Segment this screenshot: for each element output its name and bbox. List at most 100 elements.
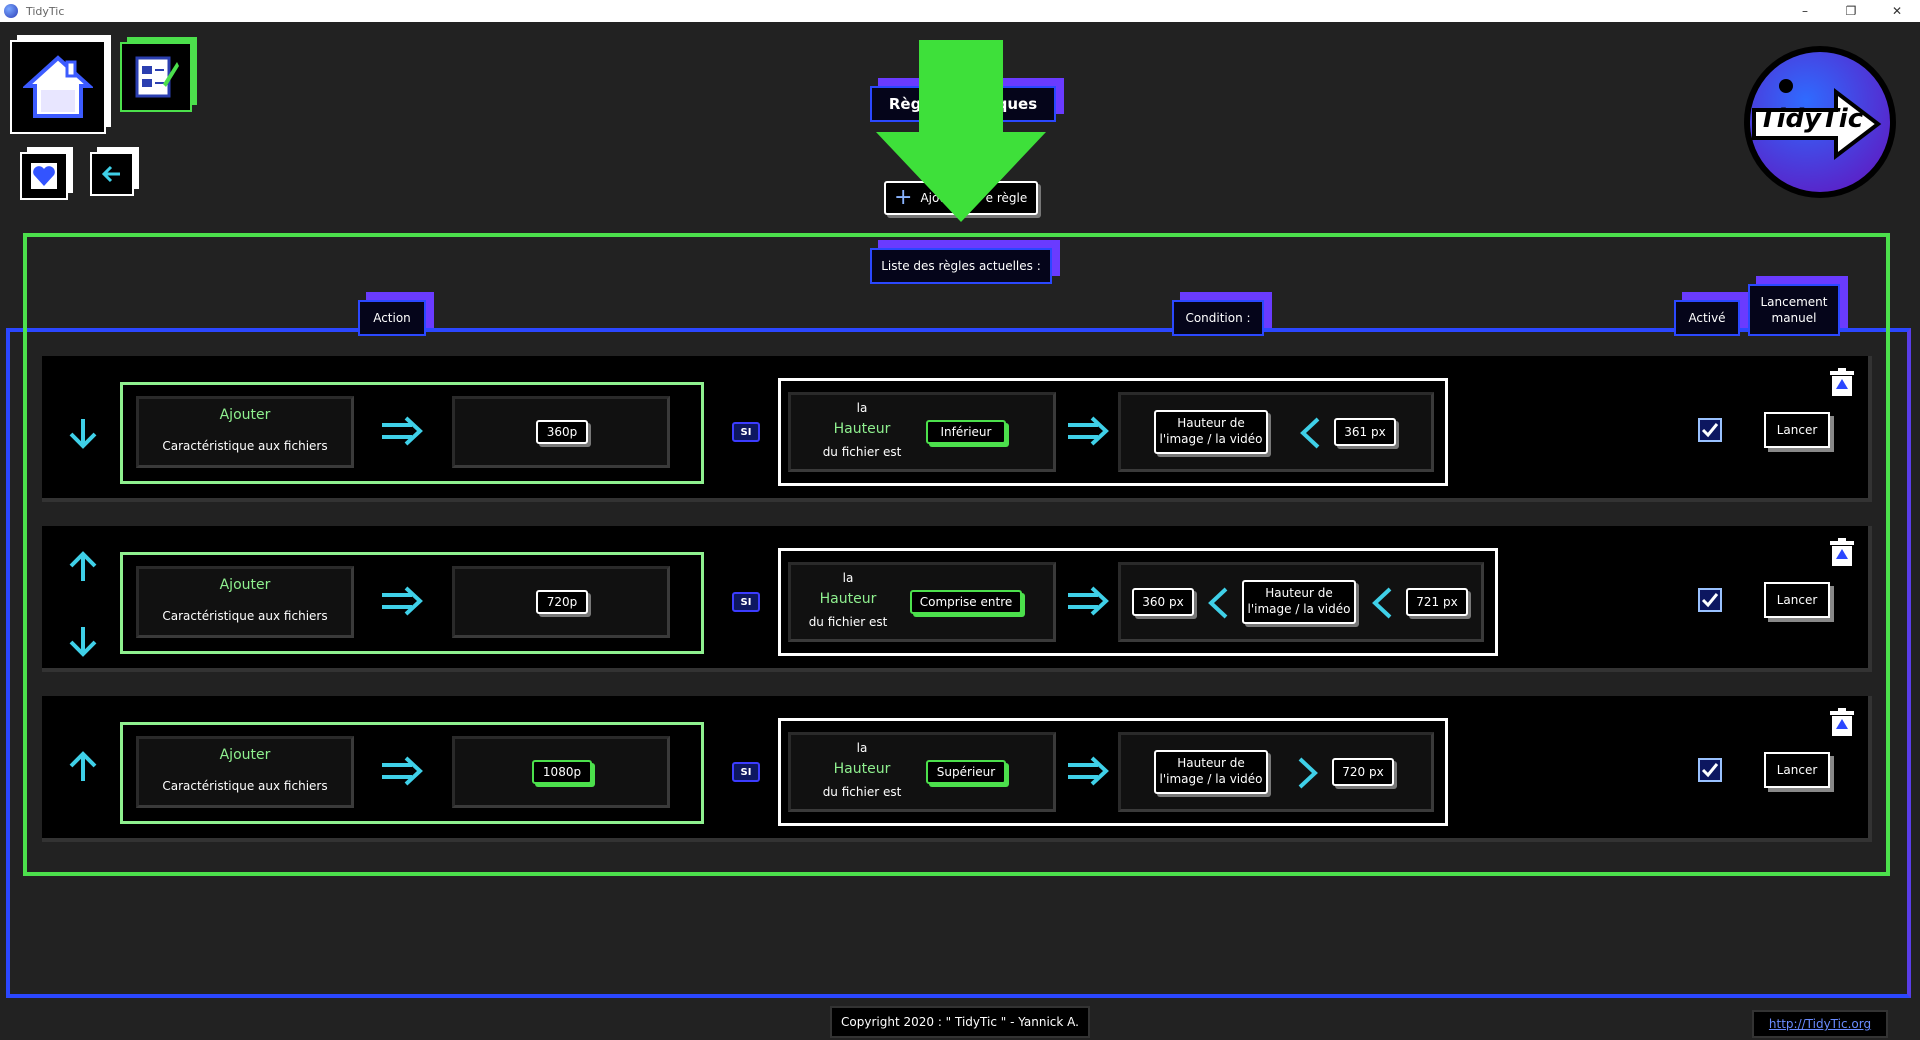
low-limit-input[interactable]: 360 px: [1132, 588, 1194, 616]
reference-line2: l'image / la vidéo: [1247, 602, 1351, 616]
double-arrow-right-icon: [382, 416, 423, 446]
trash-icon[interactable]: [1828, 538, 1856, 568]
action-card[interactable]: [136, 736, 354, 808]
action-target: Caractéristique aux fichiers: [162, 609, 328, 623]
operator-select[interactable]: Comprise entre: [910, 590, 1022, 614]
move-down-icon[interactable]: [66, 416, 100, 450]
action-verb: Ajouter: [219, 747, 271, 763]
double-arrow-right-icon: [1068, 416, 1109, 446]
condition-la: la: [856, 401, 868, 415]
value-pill[interactable]: 360p: [536, 420, 588, 444]
minimize-button[interactable]: –: [1802, 4, 1808, 18]
launch-button[interactable]: Lancer: [1764, 412, 1830, 448]
website-link[interactable]: http://TidyTic.org: [1752, 1010, 1888, 1038]
condition-box: [778, 548, 1498, 656]
condition-box: [778, 718, 1448, 826]
back-button[interactable]: [90, 152, 134, 196]
window-title: TidyTic: [26, 4, 65, 18]
less-than-icon: [1208, 587, 1228, 619]
condition-attribute: Hauteur: [833, 761, 891, 777]
condition-file: du fichier est: [808, 615, 888, 629]
reference-field[interactable]: Hauteur de l'image / la vidéo: [1154, 410, 1268, 454]
condition-file: du fichier est: [822, 445, 902, 459]
condition-card: [788, 732, 1056, 812]
action-verb: Ajouter: [219, 577, 271, 593]
action-target: Caractéristique aux fichiers: [162, 439, 328, 453]
high-limit-input[interactable]: 721 px: [1406, 588, 1468, 616]
double-arrow-right-icon: [1068, 756, 1109, 786]
checkmark-icon: [1701, 763, 1719, 778]
si-badge: SI: [732, 762, 760, 782]
operator-select[interactable]: Supérieur: [926, 760, 1006, 784]
launch-button[interactable]: Lancer: [1764, 752, 1830, 788]
maximize-button[interactable]: ❐: [1845, 4, 1857, 18]
condition-attribute: Hauteur: [819, 591, 877, 607]
action-box: [120, 552, 704, 654]
operator-select[interactable]: Inférieur: [926, 420, 1006, 444]
action-box: [120, 722, 704, 824]
double-arrow-right-icon: [382, 756, 423, 786]
app-icon: [4, 4, 18, 18]
limit-input[interactable]: 361 px: [1334, 418, 1396, 446]
move-down-icon[interactable]: [66, 624, 100, 658]
home-button[interactable]: [10, 40, 106, 134]
reference-line2: l'image / la vidéo: [1159, 432, 1263, 446]
heart-icon: [31, 163, 57, 189]
column-action: Action: [358, 300, 426, 336]
rules-list-highlight: [23, 233, 1890, 876]
limit-input[interactable]: 720 px: [1332, 758, 1394, 786]
column-manual-line2: manuel: [1771, 311, 1817, 325]
reference-line1: Hauteur de: [1177, 756, 1245, 771]
column-condition: Condition :: [1172, 300, 1264, 336]
reference-line2: l'image / la vidéo: [1159, 772, 1263, 786]
si-badge: SI: [732, 592, 760, 612]
reference-line1: Hauteur de: [1177, 416, 1245, 431]
favorites-button[interactable]: [20, 152, 68, 200]
action-card[interactable]: [136, 396, 354, 468]
condition-la: la: [842, 571, 854, 585]
active-checkbox[interactable]: [1698, 418, 1722, 442]
less-than-icon: [1372, 587, 1392, 619]
launch-button[interactable]: Lancer: [1764, 582, 1830, 618]
edit-rules-button[interactable]: [120, 42, 192, 112]
copyright-notice: Copyright 2020 : " TidyTic " - Yannick A…: [830, 1006, 1090, 1038]
column-active-label: Activé: [1688, 310, 1726, 325]
action-box: [120, 382, 704, 484]
window-titlebar: TidyTic – ❐ ✕: [0, 0, 1920, 22]
less-than-icon: [1300, 417, 1320, 449]
active-checkbox[interactable]: [1698, 588, 1722, 612]
rules-list-title: Liste des règles actuelles :: [870, 248, 1052, 284]
greater-than-icon: [1298, 757, 1318, 789]
si-badge: SI: [732, 422, 760, 442]
reference-field[interactable]: Hauteur de l'image / la vidéo: [1242, 580, 1356, 624]
value-pill[interactable]: 1080p: [532, 760, 592, 784]
condition-attribute: Hauteur: [833, 421, 891, 437]
rule-row-2: Ajouter Caractéristique aux fichiers 720…: [42, 526, 1872, 672]
active-checkbox[interactable]: [1698, 758, 1722, 782]
home-icon: [23, 55, 93, 118]
column-active: Activé: [1674, 300, 1740, 336]
trash-icon[interactable]: [1828, 708, 1856, 738]
rule-row-3: Ajouter Caractéristique aux fichiers 108…: [42, 696, 1872, 842]
arrow-left-icon: [101, 165, 120, 183]
reference-line1: Hauteur de: [1265, 586, 1333, 601]
tidytic-logo: TidyTic: [1740, 42, 1900, 202]
double-arrow-right-icon: [1068, 586, 1109, 616]
move-up-icon[interactable]: [66, 550, 100, 584]
condition-file: du fichier est: [822, 785, 902, 799]
reference-field[interactable]: Hauteur de l'image / la vidéo: [1154, 750, 1268, 794]
action-target: Caractéristique aux fichiers: [162, 779, 328, 793]
double-arrow-right-icon: [382, 586, 423, 616]
value-pill[interactable]: 720p: [536, 590, 588, 614]
logo-text: TidyTic: [1758, 104, 1864, 134]
rules-panel-frame: [6, 328, 1911, 998]
move-up-icon[interactable]: [66, 750, 100, 784]
condition-card: [788, 392, 1056, 472]
plus-icon: +: [894, 185, 913, 210]
action-card[interactable]: [136, 566, 354, 638]
condition-box: [778, 378, 1448, 486]
close-button[interactable]: ✕: [1891, 4, 1903, 18]
page-title-right: ques: [996, 94, 1038, 113]
trash-icon[interactable]: [1828, 368, 1856, 398]
add-rule-label-right: e règle: [985, 191, 1028, 205]
